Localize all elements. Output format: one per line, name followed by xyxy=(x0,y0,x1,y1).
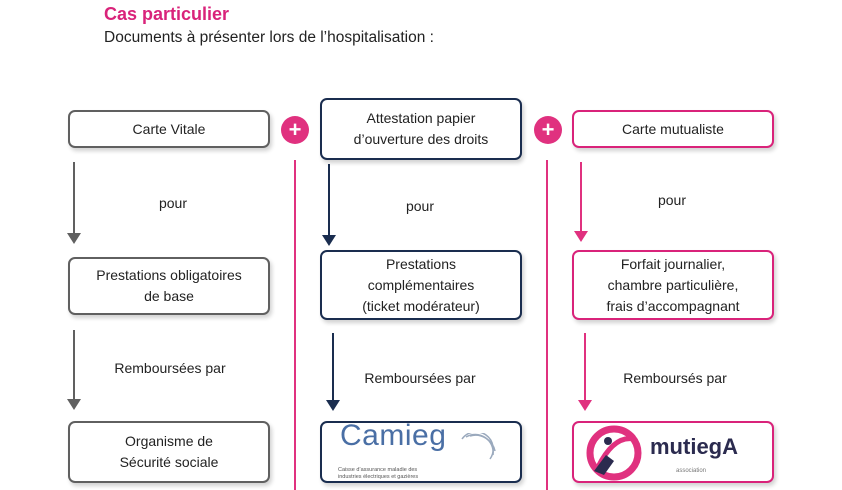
document-line: d’ouverture des droits xyxy=(353,131,489,147)
coverage-line: Prestations obligatoires xyxy=(96,267,242,283)
arrow-label-pour: pour xyxy=(158,195,188,211)
arrow-down-icon xyxy=(326,333,340,411)
section-title: Cas particulier xyxy=(104,4,230,24)
arrow-label-rembourses: Remboursés par xyxy=(623,370,727,386)
mutieg-emblem-icon xyxy=(586,425,642,481)
camieg-swoosh-icon xyxy=(461,433,496,460)
coverage-line: Forfait journalier, xyxy=(620,255,726,272)
arrow-label-remboursees: Remboursées par xyxy=(364,370,476,386)
document-label: Carte mutualiste xyxy=(622,120,724,137)
coverage-box-complementaires: Prestations complémentaires (ticket modé… xyxy=(320,250,522,320)
payer-line: Organisme de xyxy=(125,433,213,449)
arrow-label-pour: pour xyxy=(657,192,687,208)
payer-box-camieg: Camieg Caisse d’assurance maladie des in… xyxy=(320,421,522,483)
arrow-down-icon xyxy=(322,164,336,246)
camieg-tagline: industries électriques et gazières xyxy=(338,473,419,480)
document-line: Attestation papier xyxy=(366,110,476,126)
coverage-line: frais d’accompagnant xyxy=(606,297,740,314)
plus-icon: + xyxy=(534,116,562,144)
arrow-down-icon xyxy=(578,333,592,411)
coverage-box-forfait: Forfait journalier, chambre particulière… xyxy=(572,250,774,320)
document-box-carte-vitale: Carte Vitale xyxy=(68,110,270,148)
plus-icon: + xyxy=(281,116,309,144)
arrow-label-pour: pour xyxy=(405,198,435,214)
document-box-attestation: Attestation papier d’ouverture des droit… xyxy=(320,98,522,160)
column-separator-1 xyxy=(294,160,296,490)
document-label: Carte Vitale xyxy=(132,120,206,137)
arrow-down-icon xyxy=(67,330,81,410)
coverage-line: de base xyxy=(144,288,194,304)
mutieg-tagline: association xyxy=(676,468,707,474)
arrow-down-icon xyxy=(67,162,81,244)
coverage-box-base: Prestations obligatoires de base xyxy=(68,257,270,315)
arrow-label-remboursees: Remboursées par xyxy=(114,360,226,376)
camieg-logo: Camieg xyxy=(340,419,447,452)
document-box-carte-mutualiste: Carte mutualiste xyxy=(572,110,774,148)
payer-line: Sécurité sociale xyxy=(119,454,219,470)
coverage-line: chambre particulière, xyxy=(607,276,739,293)
column-separator-2 xyxy=(546,160,548,490)
coverage-line: complémentaires xyxy=(367,276,475,293)
coverage-line: Prestations xyxy=(385,255,457,272)
payer-box-securite-sociale: Organisme de Sécurité sociale xyxy=(68,421,270,483)
section-subtitle: Documents à présenter lors de l’hospital… xyxy=(104,29,434,46)
payer-box-mutieg: mutiegA association xyxy=(572,421,774,483)
camieg-tagline: Caisse d’assurance maladie des xyxy=(338,467,418,473)
arrow-down-icon xyxy=(574,162,588,242)
coverage-line: (ticket modérateur) xyxy=(362,297,480,314)
mutieg-logo: mutiegA xyxy=(650,434,738,459)
